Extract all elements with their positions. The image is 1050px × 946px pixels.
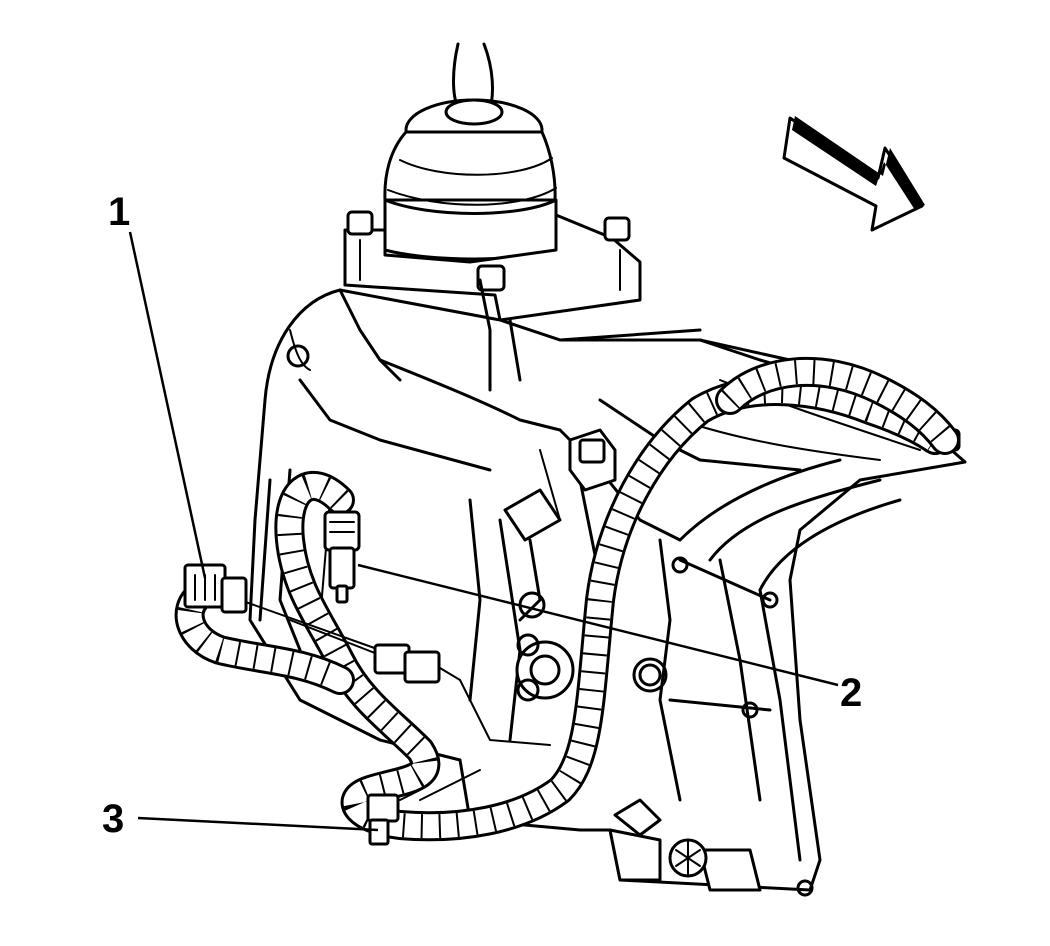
wiring-harness bbox=[174, 356, 960, 842]
sensor-2 bbox=[323, 510, 361, 604]
callout-3: 3 bbox=[102, 797, 124, 841]
callout-leaders bbox=[128, 231, 839, 832]
front-direction-arrow-icon bbox=[782, 116, 925, 232]
leader-line-1 bbox=[128, 231, 207, 579]
callout-1: 1 bbox=[108, 190, 130, 234]
leader-line-3 bbox=[137, 816, 379, 832]
callout-2: 2 bbox=[840, 671, 862, 715]
mount-bracket bbox=[503, 428, 617, 622]
connector-1 bbox=[183, 563, 248, 614]
leader-line-2 bbox=[357, 563, 839, 687]
output-speed-sensor bbox=[515, 591, 575, 702]
callout-labels: 1 2 3 bbox=[102, 190, 862, 841]
inline-connector bbox=[373, 643, 461, 684]
connector-3 bbox=[366, 789, 421, 846]
drain-plug-icon bbox=[668, 838, 708, 878]
shift-cable bbox=[452, 42, 494, 110]
shift-boot bbox=[383, 98, 558, 261]
